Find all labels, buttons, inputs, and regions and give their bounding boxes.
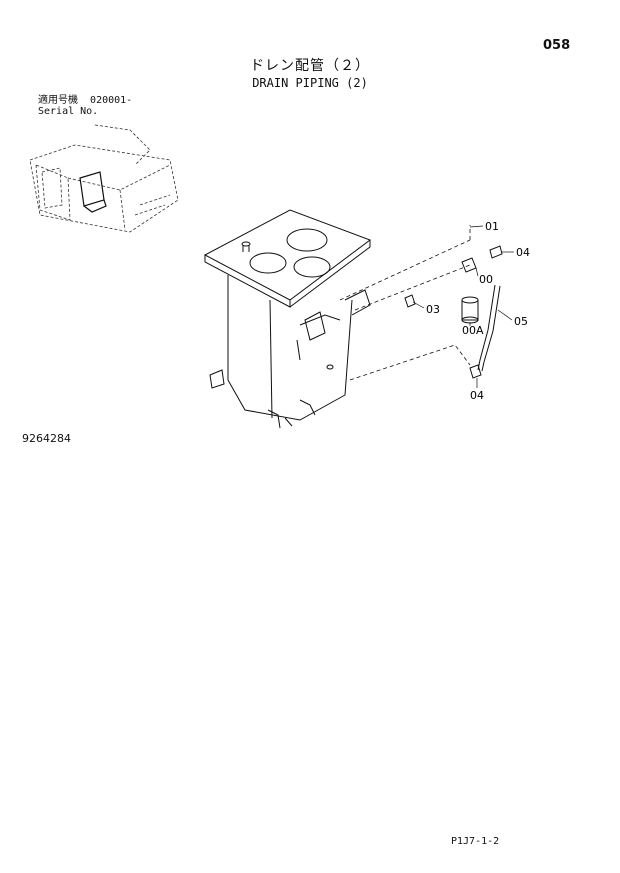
page-number: 058 (543, 38, 571, 53)
callout-00: 00 (479, 273, 493, 286)
callout-03: 03 (426, 303, 440, 316)
callout-04-top: 04 (516, 246, 530, 259)
drain-components (404, 245, 503, 379)
hydraulic-tank (203, 209, 372, 429)
drain-route (339, 225, 471, 381)
title-english: DRAIN PIPING (2) (252, 76, 368, 90)
serial-label-en: Serial No. (38, 106, 99, 117)
thumbnail-highlight (79, 171, 107, 213)
footer-code: P1J7-1-2 (451, 836, 500, 847)
drawing-number: 9264284 (22, 432, 71, 445)
leader-lines (412, 225, 514, 388)
serial-applicability: 適用号機 020001- Serial No. (38, 95, 132, 117)
serial-from: 020001- (90, 95, 133, 106)
callout-05: 05 (514, 315, 528, 328)
serial-label-jp: 適用号機 (38, 95, 78, 106)
callout-01: 01 (485, 220, 499, 233)
machine-thumbnail (29, 124, 179, 233)
callout-04-bottom: 04 (470, 389, 484, 402)
callout-labels: 01 04 00 03 00A 05 04 (426, 220, 530, 402)
callout-00A: 00A (462, 324, 484, 337)
title-japanese: ドレン配管（２） (250, 58, 370, 74)
